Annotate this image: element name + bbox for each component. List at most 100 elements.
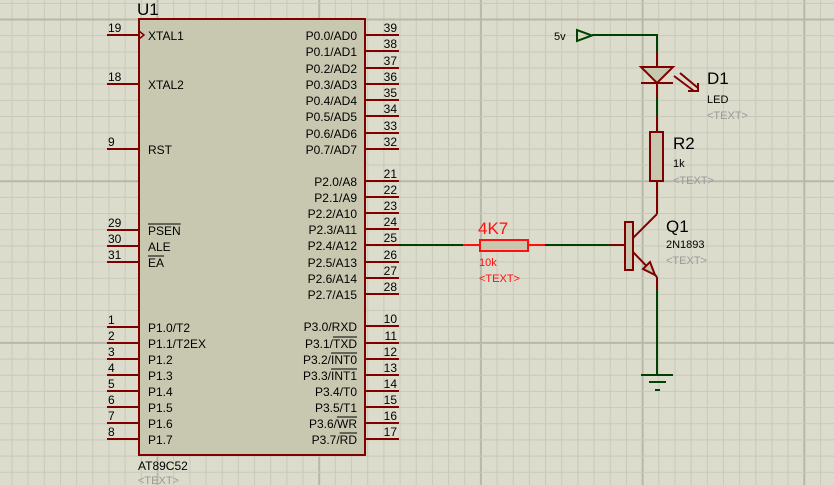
pin-label: P1.7 <box>148 433 173 447</box>
component-u1[interactable]: U1 19XTAL118XTAL29RST29PSEN30ALE31EA1P1.… <box>107 0 399 485</box>
u1-pin-3[interactable]: 3P1.2 <box>107 345 173 367</box>
pin-label: P0.0/AD0 <box>306 29 358 43</box>
r2-value: 1k <box>673 158 685 170</box>
pin-number: 36 <box>384 70 398 84</box>
pin-number: 4 <box>108 361 115 375</box>
u1-pin-6[interactable]: 6P1.5 <box>107 393 173 415</box>
pin-label: P1.0/T2 <box>148 321 190 335</box>
pin-label: XTAL1 <box>148 29 184 43</box>
pin-label: P1.2 <box>148 353 173 367</box>
pin-number: 31 <box>108 248 122 262</box>
pin-number: 21 <box>384 167 398 181</box>
pin-number: 27 <box>384 264 398 278</box>
u1-right-pins: 39P0.0/AD038P0.1/AD137P0.2/AD236P0.3/AD3… <box>303 21 399 447</box>
r1-body[interactable] <box>479 239 529 252</box>
u1-body[interactable] <box>138 18 366 456</box>
pin-number: 28 <box>384 280 398 294</box>
u1-pin-4[interactable]: 4P1.3 <box>107 361 173 383</box>
component-r1[interactable]: 4K7 10k <TEXT> <box>463 219 545 285</box>
pin-number: 9 <box>108 135 115 149</box>
pin-label: P2.4/A12 <box>308 239 358 253</box>
component-q1[interactable]: Q1 2N1893 <TEXT> <box>610 200 707 290</box>
d1-light-arrows-icon <box>673 72 699 92</box>
ground-symbol[interactable] <box>641 374 673 391</box>
pin-number: 14 <box>384 377 398 391</box>
pin-label: P0.6/AD6 <box>306 127 358 141</box>
r2-body[interactable] <box>649 131 664 182</box>
pin-number: 10 <box>384 312 398 326</box>
d1-triangle[interactable] <box>638 66 676 85</box>
pin-number: 8 <box>108 425 115 439</box>
pin-number: 38 <box>384 37 398 51</box>
pin-number: 17 <box>384 425 398 439</box>
u1-text: <TEXT> <box>138 475 179 485</box>
pin-number: 3 <box>108 345 115 359</box>
pin-label: RST <box>148 143 173 157</box>
pin-number: 32 <box>384 135 398 149</box>
pin-label: P0.5/AD5 <box>306 110 358 124</box>
pin-label: P3.7/RD <box>312 433 358 447</box>
clock-icon <box>138 30 146 40</box>
pin-label: P2.2/A10 <box>308 207 358 221</box>
pin-label: P3.6/WR <box>309 417 357 431</box>
pin-label: P2.1/A9 <box>314 191 357 205</box>
r1-ref: 4K7 <box>478 219 508 238</box>
wire-5v-d1[interactable] <box>592 34 658 52</box>
pin-label: P3.5/T1 <box>315 401 357 415</box>
pin-label: P2.6/A14 <box>308 272 358 286</box>
component-d1[interactable]: D1 LED <TEXT> <box>638 52 748 122</box>
u1-pin-8[interactable]: 8P1.7 <box>107 425 173 447</box>
pin-number: 18 <box>108 70 122 84</box>
q1-base-bar[interactable] <box>624 221 634 271</box>
pin-number: 19 <box>108 21 122 35</box>
component-r2[interactable]: R2 1k <TEXT> <box>649 116 714 200</box>
d1-value: LED <box>707 94 728 106</box>
pin-number: 25 <box>384 231 398 245</box>
pin-label: P2.7/A15 <box>308 288 358 302</box>
power-arrow-icon <box>576 28 595 43</box>
u1-pin-1[interactable]: 1P1.0/T2 <box>107 313 190 335</box>
q1-text: <TEXT> <box>666 255 707 267</box>
u1-pin-5[interactable]: 5P1.4 <box>107 377 173 399</box>
r1-text: <TEXT> <box>479 273 520 285</box>
pin-label: P0.2/AD2 <box>306 62 358 76</box>
u1-pin-2[interactable]: 2P1.1/T2EX <box>107 329 206 351</box>
pin-number: 23 <box>384 199 398 213</box>
power-terminal-5v[interactable]: 5v <box>554 28 658 52</box>
pin-number: 34 <box>384 102 398 116</box>
u1-pin-7[interactable]: 7P1.6 <box>107 409 173 431</box>
pin-label: P1.3 <box>148 369 173 383</box>
